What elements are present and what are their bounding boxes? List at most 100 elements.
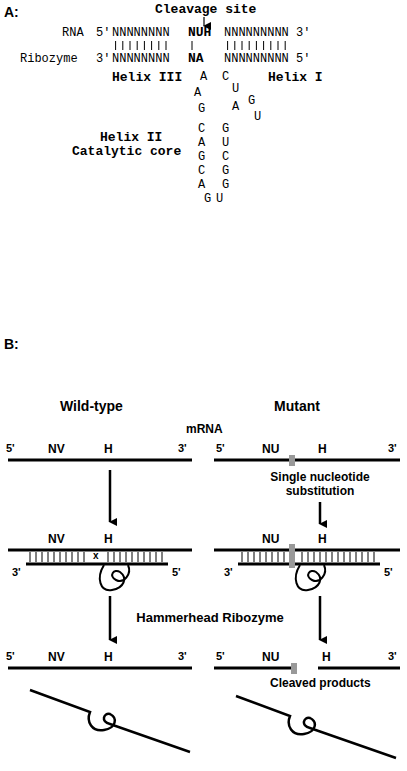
text-label: U	[222, 136, 229, 150]
text-label: A	[200, 70, 207, 84]
pair-tick	[120, 552, 121, 562]
text-label: NNNNNNNNN	[224, 52, 289, 66]
ribozyme-core	[296, 565, 325, 590]
text-label: Helix III	[112, 70, 182, 85]
text-label: 3'	[12, 566, 21, 578]
text-label: Mutant	[274, 398, 320, 414]
text-label: 5'	[216, 650, 225, 662]
pair-tick	[278, 552, 279, 562]
pair-tick	[356, 552, 357, 562]
cleavage-arrow	[203, 17, 204, 26]
pair-tick	[302, 552, 303, 562]
text-label: G	[248, 94, 255, 108]
pair-tick	[130, 41, 131, 50]
ribozyme-core	[100, 565, 129, 590]
pair-tick	[338, 552, 339, 562]
pair-tick	[108, 552, 109, 562]
pair-tick	[344, 552, 345, 562]
pair-tick	[54, 552, 55, 562]
text-label: RNA	[62, 26, 84, 40]
text-label: 3'	[178, 650, 187, 662]
text-label: 5'	[6, 650, 15, 662]
pair-tick	[266, 552, 267, 562]
text-label: H	[104, 650, 113, 664]
base-pairs	[30, 552, 374, 562]
text-label: 5'	[296, 52, 310, 66]
text-label: 3'	[224, 566, 233, 578]
step-arrow	[109, 470, 112, 522]
text-label: Helix II	[100, 130, 162, 145]
text-label: Hammerhead Ribozyme	[130, 610, 290, 625]
pair-tick	[332, 552, 333, 562]
text-label: NV	[48, 442, 65, 456]
pair-tick	[115, 41, 116, 50]
mrna-strand	[214, 459, 400, 462]
pair-tick	[151, 41, 152, 50]
text-label: NA	[188, 51, 204, 66]
text-label: 5'	[384, 566, 393, 578]
text-label: B:	[4, 336, 19, 352]
pair-tick	[144, 552, 145, 562]
text-label: G	[198, 150, 205, 164]
cleaved-fragment	[318, 667, 400, 670]
pair-tick	[368, 552, 369, 562]
released-ribozyme	[236, 696, 396, 758]
text-label: 3'	[388, 650, 397, 662]
text-label: 5'	[216, 442, 225, 454]
text-label: C	[198, 164, 205, 178]
pair-tick	[285, 41, 286, 50]
text-label: H	[318, 532, 327, 546]
pair-tick	[362, 552, 363, 562]
text-label: NNNNNNNN	[112, 26, 170, 40]
pair-tick	[314, 552, 315, 562]
mrna-strand	[8, 667, 192, 670]
text-label: U	[232, 82, 239, 96]
pair-tick	[270, 41, 271, 50]
pair-tick	[326, 552, 327, 562]
pair-tick	[84, 552, 85, 562]
text-label: U	[216, 192, 223, 206]
pair-tick	[242, 552, 243, 562]
pair-tick	[278, 41, 279, 50]
pair-tick	[320, 552, 321, 562]
pair-tick	[30, 552, 31, 562]
text-label: A	[198, 178, 205, 192]
pair-tick	[249, 41, 250, 50]
released-ribozyme	[30, 690, 190, 752]
text-label: 5'	[172, 566, 181, 578]
pair-tick	[256, 41, 257, 50]
step-arrow	[319, 502, 322, 524]
pair-tick	[242, 41, 243, 50]
text-label: A:	[4, 4, 19, 20]
text-label: 5'	[6, 442, 15, 454]
text-label: NNNNNNNNN	[224, 26, 289, 40]
text-label: H	[318, 442, 327, 456]
pair-tick	[78, 552, 79, 562]
pair-tick	[66, 552, 67, 562]
text-label: G	[198, 102, 205, 116]
mutation-mark	[289, 455, 295, 466]
text-label: Catalytic core	[72, 144, 181, 159]
pair-tick	[260, 552, 261, 562]
mrna-strand	[8, 459, 192, 462]
pair-tick	[114, 552, 115, 562]
text-label: Wild-type	[60, 398, 123, 414]
text-label: 3'	[296, 26, 310, 40]
pair-tick	[234, 41, 235, 50]
pair-tick	[158, 41, 159, 50]
text-label: G	[222, 122, 229, 136]
text-label: H	[322, 650, 331, 664]
pair-tick	[138, 552, 139, 562]
pair-tick	[126, 552, 127, 562]
ribozyme-strand	[26, 563, 168, 566]
mrna-strand	[214, 549, 400, 552]
text-label: 5'	[96, 26, 110, 40]
pair-tick	[42, 552, 43, 562]
step-arrow	[109, 596, 112, 640]
text-label: G	[222, 164, 229, 178]
text-label: H	[104, 532, 113, 546]
text-label: NU	[262, 532, 279, 546]
text-label: x	[93, 551, 99, 561]
pair-tick	[150, 552, 151, 562]
